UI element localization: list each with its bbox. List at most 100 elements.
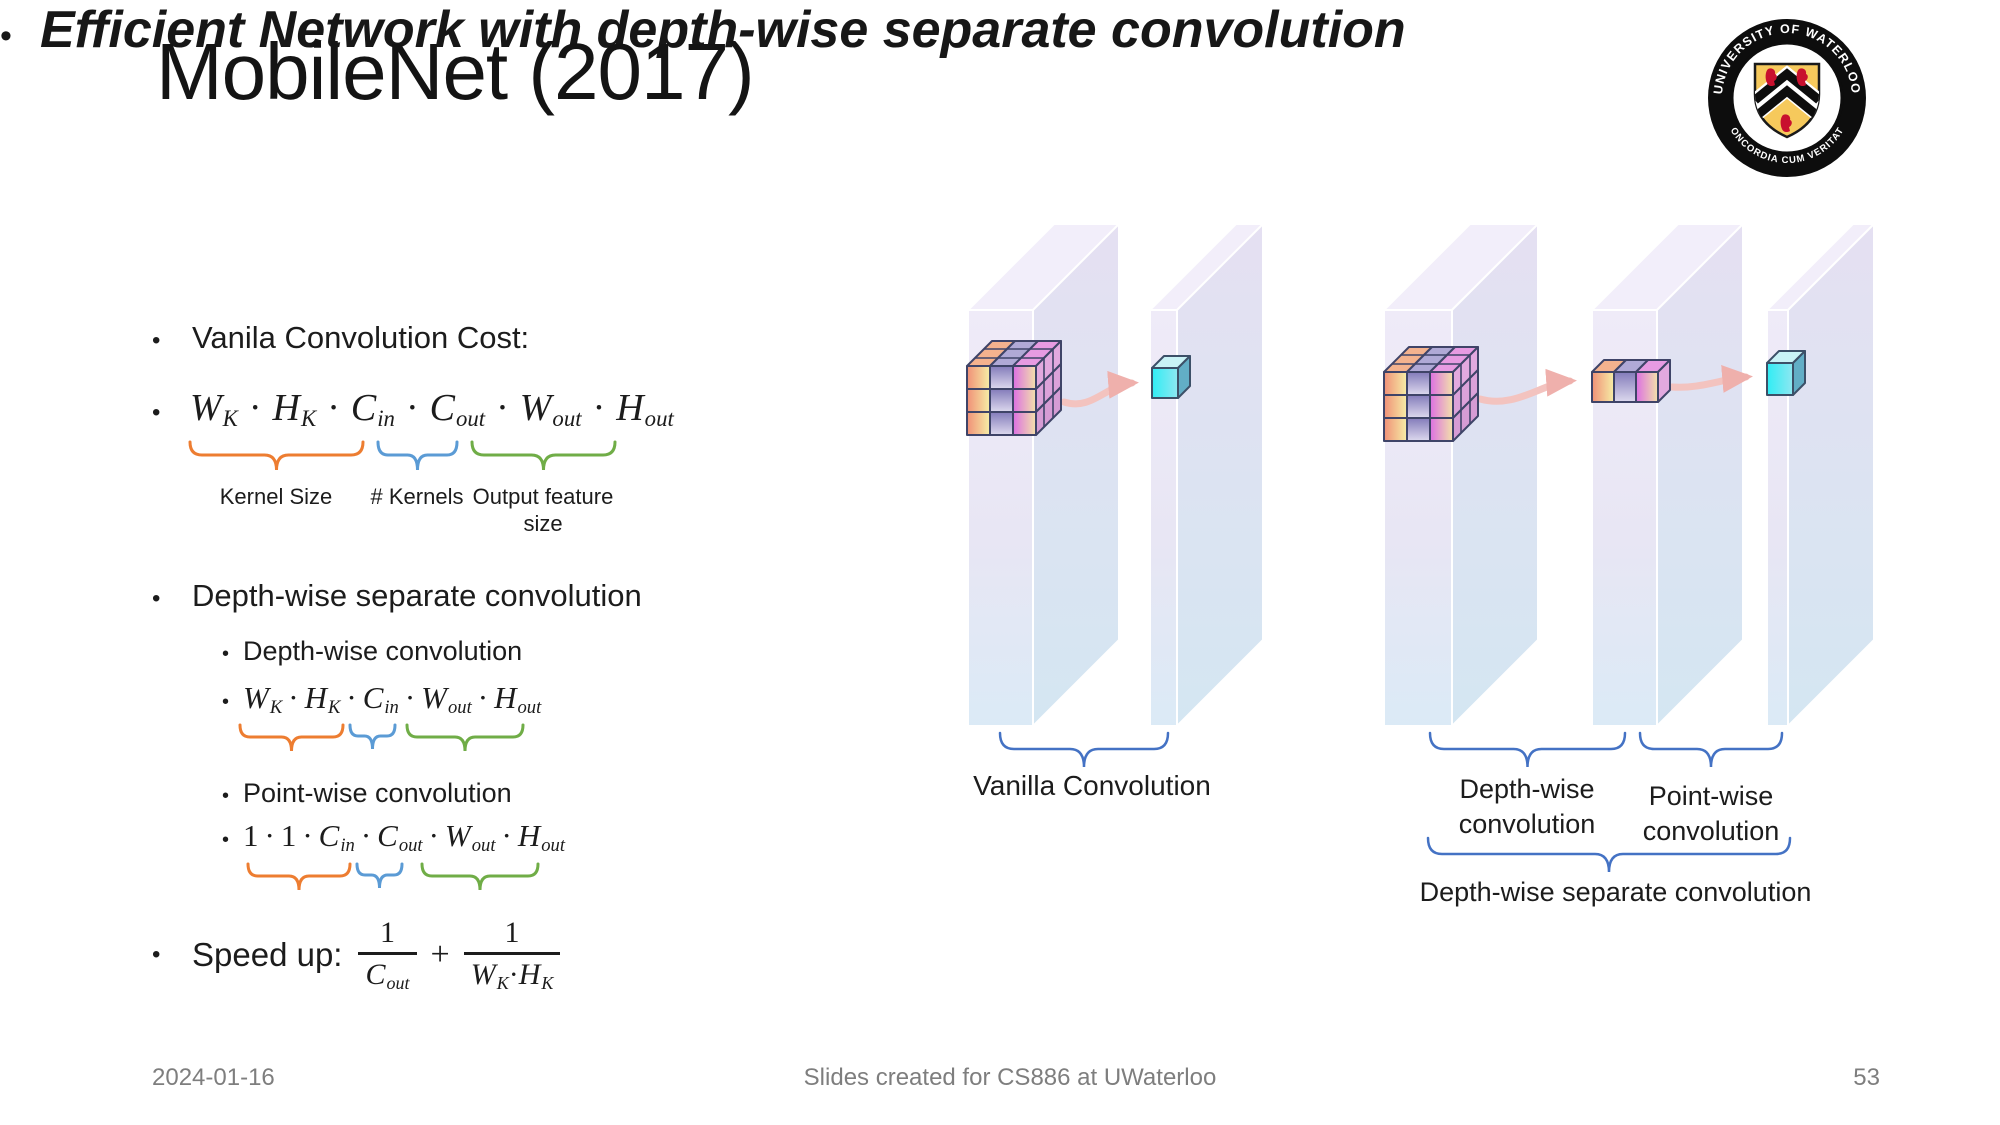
num-kernels-brace xyxy=(376,440,459,471)
math-dot: · xyxy=(360,818,372,853)
diagram-braces xyxy=(998,731,1792,873)
dw-kernel-brace xyxy=(238,723,345,752)
dw-formula: • WK · HK · Cin · Wout · Hout xyxy=(222,680,541,719)
speedup-label: Speed up: xyxy=(192,936,343,974)
math-term: Cin xyxy=(362,680,399,719)
vanilla-input-slab xyxy=(967,223,1120,727)
formula2-braces xyxy=(238,723,525,752)
pw-conv-label-line1: Point-wise xyxy=(1648,781,1774,811)
math-term: Cout xyxy=(377,818,423,857)
math-dot: · xyxy=(496,387,509,429)
bullet-glyph: • xyxy=(152,941,161,969)
dw-conv-label-line1: Depth-wise xyxy=(1459,774,1595,804)
dw-input-slab xyxy=(1383,223,1539,727)
vanilla-output-slab xyxy=(1149,223,1264,727)
math-dot: · xyxy=(428,818,439,853)
speedup-fraction-1: 1 Cout xyxy=(358,916,417,994)
footer-credit: Slides created for CS886 at UWaterloo xyxy=(803,1064,1217,1091)
vanilla-output-cube xyxy=(1151,355,1191,399)
uwaterloo-logo: UNIVERSITY OF WATERLOO CONCORDIA CUM VER… xyxy=(1700,12,1866,177)
dwsep-conv-label: Depth-wise separate convolution xyxy=(1419,877,1812,907)
annotation-output-line1: Output feature xyxy=(472,484,614,509)
pw-cout-brace xyxy=(355,862,404,889)
annotation-kernel-size: Kernel Size xyxy=(219,484,333,509)
math-term: WK xyxy=(190,387,238,432)
dw-row-cube xyxy=(1591,359,1671,403)
math-dot: · xyxy=(477,680,489,715)
dw-brace xyxy=(1428,731,1627,768)
footer-date: 2024-01-16 xyxy=(152,1064,275,1091)
math-term: Wout xyxy=(444,818,496,857)
logo-lions xyxy=(1765,68,1808,133)
kernel-size-brace xyxy=(188,440,365,471)
vanilla-cost-formula: • WK · HK · Cin · Cout · Wout · Hout xyxy=(152,386,674,432)
footer-page-number: 53 xyxy=(1853,1064,1880,1091)
vanilla-cost-heading: • Vanila Convolution Cost: xyxy=(152,320,529,356)
conv-arrows xyxy=(1060,365,1753,408)
dw-sub-bullet: • Depth-wise convolution xyxy=(222,636,522,667)
annotation-num-kernels: # Kernels xyxy=(370,484,464,509)
pw-output-cube xyxy=(1766,350,1806,396)
main-bullet: • Efficient Network with depth-wise sepa… xyxy=(0,0,1560,60)
dw-arrow xyxy=(1476,368,1577,405)
logo-shield xyxy=(1753,62,1821,139)
bullet-glyph: • xyxy=(152,327,161,354)
pw-conv-label: Point-wise convolution xyxy=(1608,779,1814,849)
math-term: Wout xyxy=(421,680,472,719)
bullet-glyph: • xyxy=(222,691,230,713)
math-dot: · xyxy=(404,680,416,715)
pw-sub-text: Point-wise convolution xyxy=(243,778,512,808)
math-term: Cout xyxy=(358,952,417,994)
vanilla-brace xyxy=(998,731,1170,768)
pw-formula: • 1 · 1 · Cin · Cout · Wout · Hout xyxy=(222,818,565,857)
pw-brace xyxy=(1638,731,1784,768)
math-dot: · xyxy=(327,387,340,429)
math-term: WK·HK xyxy=(463,952,561,994)
pw-arrow xyxy=(1668,365,1753,393)
dw-sub-text: Depth-wise convolution xyxy=(243,636,523,666)
math-dot: · xyxy=(405,387,419,429)
pw-kernel-brace xyxy=(246,862,352,891)
vanilla-cost-heading-text: Vanila Convolution Cost: xyxy=(192,320,530,355)
math-dot: · xyxy=(248,387,262,429)
vanilla-arrow xyxy=(1060,370,1139,408)
dwsep-heading-text: Depth-wise separate convolution xyxy=(192,578,642,613)
formula1-braces xyxy=(188,440,617,471)
math-term: Hout xyxy=(494,680,542,719)
bullet-glyph: • xyxy=(222,785,230,807)
bullet-glyph: • xyxy=(0,17,12,55)
dw-output-slab xyxy=(1766,223,1875,727)
pw-conv-label-line2: convolution xyxy=(1642,816,1780,846)
page-title: MobileNet (2017) xyxy=(156,27,755,116)
formula3-braces xyxy=(246,862,540,891)
pw-output-brace xyxy=(420,862,540,891)
math-term: Cin xyxy=(318,818,355,857)
math-term: Wout xyxy=(519,387,582,432)
math-term: 1 xyxy=(280,818,297,853)
annotation-output-size: Output feature size xyxy=(455,483,631,537)
dwsep-heading: • Depth-wise separate convolution xyxy=(152,578,642,614)
math-term: Hout xyxy=(616,387,674,432)
math-dot: · xyxy=(302,818,313,853)
math-dot: · xyxy=(264,818,275,853)
math-term: Cout xyxy=(429,387,486,432)
math-dot: · xyxy=(346,680,357,715)
dw-kernel-cube xyxy=(1383,346,1479,442)
dw-middle-slab xyxy=(1591,223,1744,727)
bullet-glyph: • xyxy=(222,643,230,665)
math-term: HK xyxy=(272,387,317,432)
math-dot: · xyxy=(288,680,299,715)
dw-conv-label: Depth-wise convolution xyxy=(1424,772,1630,842)
dw-conv-label-line2: convolution xyxy=(1458,809,1596,839)
main-bullet-text: Efficient Network with depth-wise separa… xyxy=(40,1,1406,59)
math-term: Hout xyxy=(517,818,565,857)
math-dot: · xyxy=(501,818,512,853)
bullet-glyph: • xyxy=(152,399,161,426)
vanilla-conv-label: Vanilla Convolution xyxy=(973,770,1211,801)
output-size-brace xyxy=(470,440,617,471)
annotation-output-line2: size xyxy=(523,511,563,536)
math-term: WK xyxy=(243,680,283,719)
math-term: 1 xyxy=(243,818,259,853)
